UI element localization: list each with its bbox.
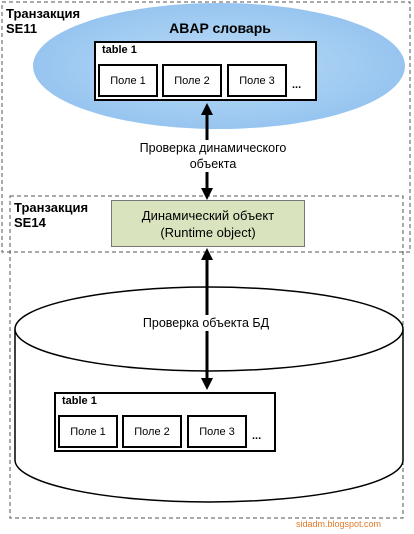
dictionary-table: table 1 Поле 1 Поле 2 Поле 3 ... xyxy=(94,41,317,101)
arrow-head-up-2 xyxy=(201,248,213,260)
arrow-head-down-2 xyxy=(201,378,213,390)
db-check-label: Проверка объекта БД xyxy=(136,315,276,331)
se14-label: Транзакция SE14 xyxy=(14,200,89,230)
database-field-2: Поле 2 xyxy=(122,415,182,448)
runtime-object-title: Динамический объект xyxy=(141,207,275,223)
database-table-name: table 1 xyxy=(62,395,97,407)
dictionary-field-1: Поле 1 xyxy=(98,64,158,97)
watermark: sidadm.blogspot.com xyxy=(296,519,382,529)
se11-label: Транзакция SE11 xyxy=(6,6,81,36)
dictionary-field-2: Поле 2 xyxy=(162,64,222,97)
database-more-fields: ... xyxy=(252,430,262,442)
abap-dictionary-title: ABAP словарь xyxy=(169,20,271,36)
database-field-1: Поле 1 xyxy=(58,415,118,448)
arrow-head-up-1 xyxy=(201,103,213,115)
database-field-3: Поле 3 xyxy=(187,415,247,448)
dictionary-table-name: table 1 xyxy=(102,44,137,56)
runtime-object: Динамический объект (Runtime object) xyxy=(111,200,305,247)
arrow-head-down-1 xyxy=(201,188,213,200)
dynamic-check-label: Проверка динамического объекта xyxy=(131,140,295,172)
dictionary-more-fields: ... xyxy=(292,79,302,91)
database-table: table 1 Поле 1 Поле 2 Поле 3 ... xyxy=(54,392,276,452)
dictionary-field-3: Поле 3 xyxy=(227,64,287,97)
runtime-object-subtitle: (Runtime object) xyxy=(160,224,256,240)
